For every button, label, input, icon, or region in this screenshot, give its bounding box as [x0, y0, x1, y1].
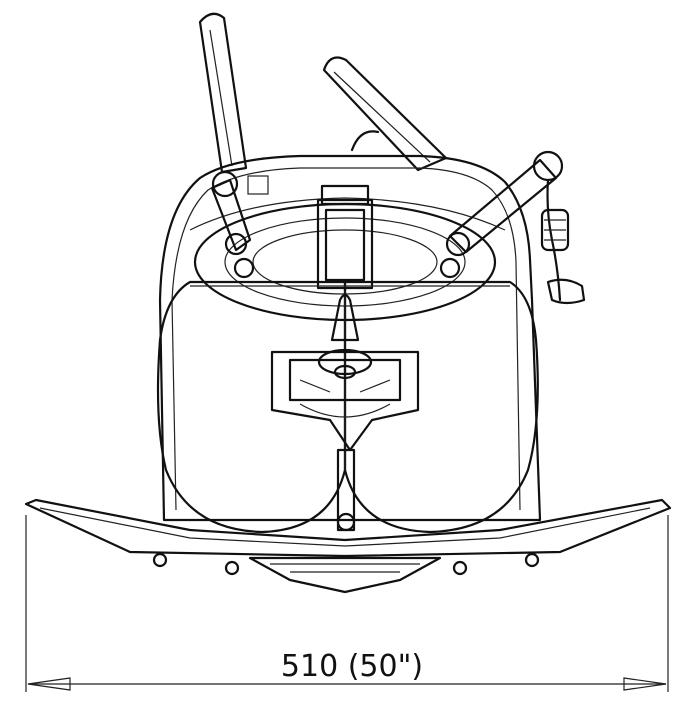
left-bracket — [210, 170, 269, 279]
right-lever — [439, 150, 564, 279]
hydraulic-hose — [540, 178, 586, 305]
width-dimension: 510 (50") — [25, 515, 669, 692]
central-valve-assembly — [270, 348, 420, 452]
dimension-arrow-right — [623, 677, 667, 691]
right-bowl — [343, 280, 539, 534]
inclined-handle — [322, 56, 448, 172]
spread-wings — [24, 498, 672, 594]
central-fin — [330, 293, 360, 342]
dimension-label: 510 (50") — [281, 649, 423, 684]
central-column — [316, 184, 374, 290]
dimension-arrow-left — [27, 677, 71, 691]
left-bowl — [156, 280, 347, 534]
rear-handle — [198, 12, 248, 174]
hose-pipe — [350, 130, 380, 152]
housing — [158, 154, 542, 522]
